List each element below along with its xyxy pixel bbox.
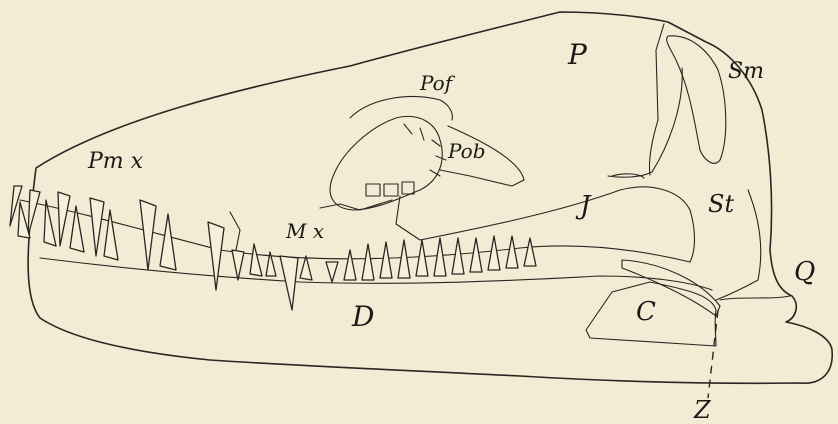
label-J: J: [575, 191, 592, 221]
squamosal-inner: [608, 68, 682, 177]
upper-tooth: [280, 256, 298, 310]
lower-tooth: [470, 238, 482, 272]
lower-tooth: [344, 250, 356, 280]
upper-tooth: [208, 222, 224, 290]
sclerotic-plate: [366, 184, 380, 196]
lower-tooth: [380, 242, 392, 278]
label-D: D: [351, 300, 374, 333]
lower-tooth: [398, 240, 410, 278]
upper-tooth: [28, 190, 40, 236]
label-Mx: M x: [285, 219, 324, 243]
label-Pmx: Pm x: [87, 149, 144, 174]
lower-tooth: [452, 238, 464, 274]
parietal-suture: [649, 24, 664, 175]
articular-bone: [720, 296, 790, 300]
label-Pof: Pof: [419, 71, 456, 95]
lower-tooth: [70, 206, 84, 252]
upper-tooth: [326, 262, 338, 282]
lower-tooth: [506, 236, 518, 268]
lower-tooth: [250, 244, 262, 276]
sclerotic-plate: [384, 184, 398, 196]
lower-tooth: [434, 238, 446, 276]
lower-tooth: [524, 238, 536, 266]
upper-tooth: [90, 198, 104, 256]
label-Sm: Sm: [728, 59, 764, 84]
lower-jaw-margin: [40, 258, 712, 290]
upper-tooth: [140, 200, 156, 270]
label-St: St: [708, 190, 734, 218]
label-Pob: Pob: [447, 139, 486, 163]
lower-tooth: [416, 240, 428, 276]
upper-tooth: [58, 192, 70, 246]
lower-tooth: [488, 236, 500, 270]
lower-tooth: [104, 210, 118, 260]
label-C: C: [636, 297, 656, 327]
z-pointer-line: [708, 310, 718, 398]
sclerotic-plate: [402, 182, 414, 194]
label-Z: Z: [693, 396, 712, 424]
upper-teeth: [10, 186, 338, 310]
label-P: P: [567, 38, 588, 71]
lower-tooth: [300, 256, 312, 280]
lower-tooth: [362, 244, 374, 280]
lower-tooth: [160, 214, 176, 270]
squamosal-bone: [667, 36, 726, 163]
label-Q: Q: [794, 257, 815, 287]
upper-tooth: [232, 250, 244, 280]
